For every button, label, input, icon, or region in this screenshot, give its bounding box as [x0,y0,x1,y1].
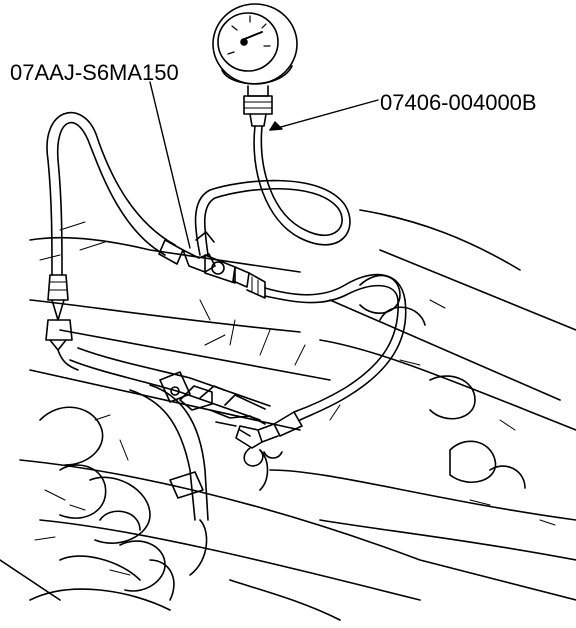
engine-background [0,209,576,621]
adapter-part-number-label: 07AAJ-S6MA150 [10,60,179,85]
tee-adapter [158,231,406,304]
gauge-hose [194,125,351,256]
return-hose [215,299,407,467]
leader-lines [149,81,379,249]
fuel-rail [69,347,271,437]
pressure-gauge [212,3,298,127]
supply-hose [45,111,176,371]
gauge-part-number-label: 07406-004000B [380,90,537,115]
